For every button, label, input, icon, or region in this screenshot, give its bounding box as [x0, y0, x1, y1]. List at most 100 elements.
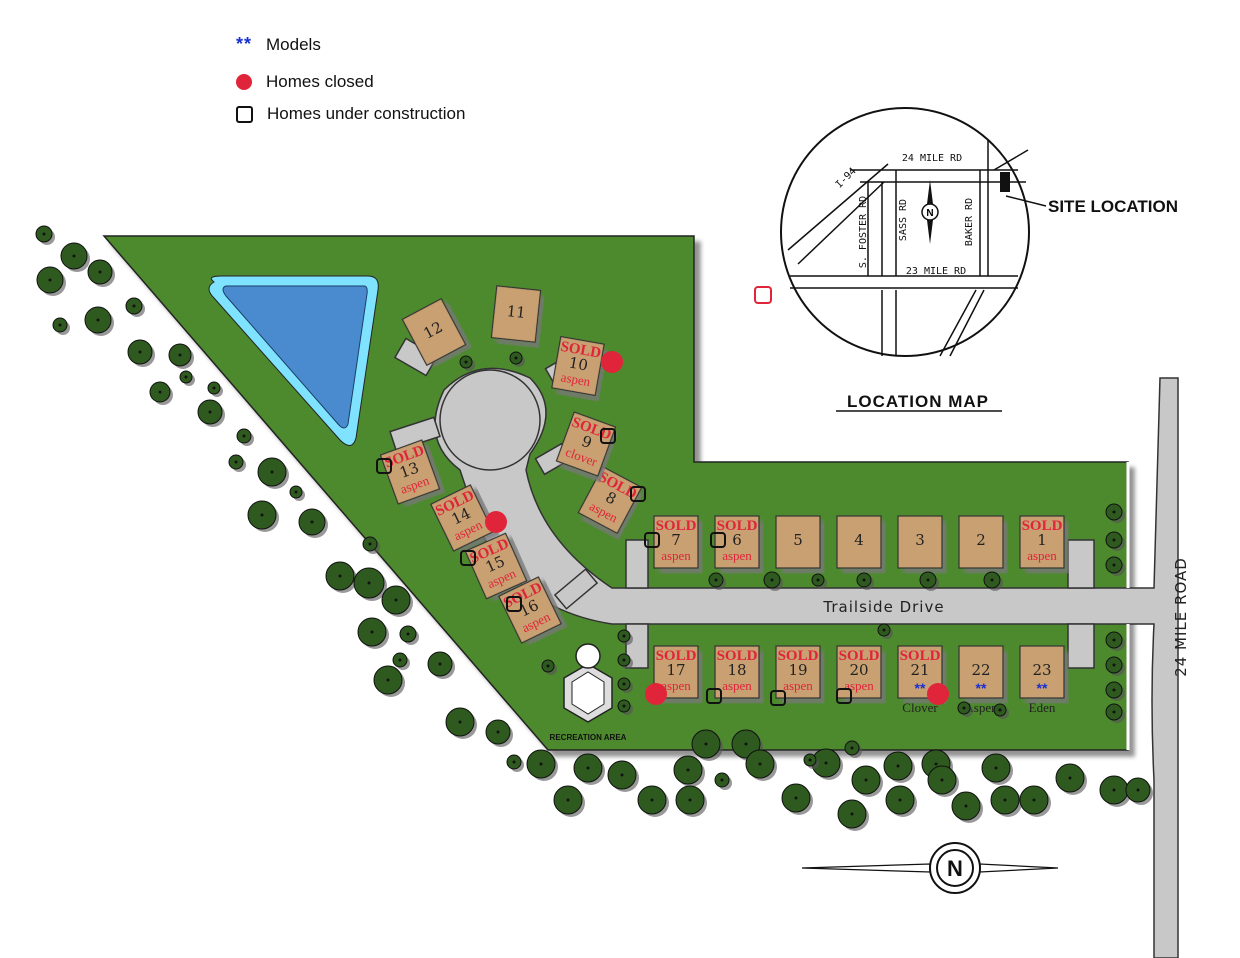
- tree-icon: [851, 765, 883, 797]
- closed-dot-icon: [645, 683, 667, 705]
- lot-parcel: [464, 532, 528, 600]
- lot-number: 5: [793, 531, 803, 549]
- street-label-24-mile: 24 MILE ROAD: [1172, 557, 1190, 677]
- lot-parcel: [653, 515, 699, 569]
- lot-sold-label: SOLD: [656, 648, 697, 664]
- lot-number: 3: [915, 531, 925, 549]
- tree-icon: [951, 791, 983, 823]
- tree-icon: [52, 317, 70, 335]
- lot-parcel: [1019, 645, 1065, 699]
- map-label-baker: BAKER RD: [964, 198, 975, 246]
- north-letter: N: [947, 856, 963, 881]
- lot-model-label: aspen: [1027, 548, 1057, 563]
- tree-icon: [763, 571, 783, 591]
- tree-icon: [1105, 556, 1125, 576]
- construction-square-icon: [506, 596, 522, 612]
- lot-parcel: [555, 411, 617, 477]
- lot-2[interactable]: 2: [958, 515, 1004, 569]
- tree-icon: [127, 339, 155, 367]
- tree-icon: [149, 381, 173, 405]
- location-map-title: LOCATION MAP: [847, 392, 989, 411]
- lot-model-label: aspen: [661, 548, 691, 563]
- lot-number: 20: [849, 661, 868, 679]
- lot-parcel: [775, 515, 821, 569]
- tree-icon: [1105, 503, 1125, 523]
- tree-icon: [617, 653, 633, 669]
- lot-5[interactable]: 5: [775, 515, 821, 569]
- location-map-compass: N: [921, 180, 939, 244]
- site-marker-icon: [1000, 172, 1010, 192]
- lot-number: 10: [567, 354, 589, 375]
- tree-icon: [617, 677, 633, 693]
- lot-number: 18: [727, 661, 746, 679]
- legend-models-label: Models: [266, 34, 321, 54]
- lot-number: 19: [788, 661, 807, 679]
- lot-number: 11: [506, 302, 527, 322]
- tree-icon: [506, 754, 524, 772]
- lot-23[interactable]: 23**: [1019, 645, 1065, 699]
- lot-number: 21: [910, 661, 929, 679]
- lot-number: 13: [397, 458, 421, 481]
- construction-square-icon: [600, 428, 616, 444]
- lot-11[interactable]: 11: [490, 285, 542, 343]
- lot-model-label: aspen: [844, 678, 874, 693]
- street-label-trailside: Trailside Drive: [822, 598, 944, 616]
- lot-sold-label: SOLD: [900, 648, 941, 664]
- tree-icon: [990, 785, 1022, 817]
- lot-sold-label: SOLD: [1022, 518, 1063, 534]
- tree-icon: [811, 573, 827, 589]
- tree-icon: [1105, 531, 1125, 551]
- tree-icon: [927, 765, 959, 797]
- recreation-area: RECREATION AREA: [550, 643, 627, 742]
- legend-closed-label: Homes closed: [266, 72, 374, 91]
- tree-icon: [714, 772, 732, 790]
- lot-model-label: aspen: [783, 678, 813, 693]
- lot-model-name: Eden: [1029, 700, 1056, 715]
- lot-4[interactable]: 4: [836, 515, 882, 569]
- lot-number: 4: [854, 531, 864, 549]
- tree-icon: [607, 760, 639, 792]
- construction-square-icon: [644, 532, 660, 548]
- lot-22[interactable]: 22**: [958, 645, 1004, 699]
- tree-icon: [553, 785, 585, 817]
- tree-icon: [1019, 785, 1051, 817]
- lot-model-label: aspen: [661, 678, 691, 693]
- tree-icon: [168, 343, 194, 369]
- tree-icon: [708, 572, 726, 590]
- lot-number: 23: [1032, 661, 1051, 679]
- lot-parcel: [430, 484, 494, 552]
- lot-sold-label: SOLD: [559, 339, 602, 362]
- lot-parcel: [1019, 515, 1065, 569]
- tree-icon: [883, 751, 915, 783]
- lot-parcel: [490, 285, 542, 343]
- legend-closed: Homes closed: [236, 72, 374, 92]
- construction-square-icon: [236, 105, 253, 123]
- tree-icon: [125, 297, 145, 317]
- lot-3[interactable]: 3: [897, 515, 943, 569]
- location-map: N 24 MILE RD 23 MILE RD S. FOSTER RD SAS…: [780, 107, 1178, 412]
- lot-12[interactable]: 12: [401, 297, 467, 367]
- construction-square-icon: [630, 486, 646, 502]
- tree-icon: [392, 652, 410, 670]
- tree-icon: [357, 617, 389, 649]
- tree-icon: [236, 428, 254, 446]
- closed-dot-icon: [601, 351, 623, 373]
- tree-icon: [837, 799, 869, 831]
- construction-square-icon: [710, 532, 726, 548]
